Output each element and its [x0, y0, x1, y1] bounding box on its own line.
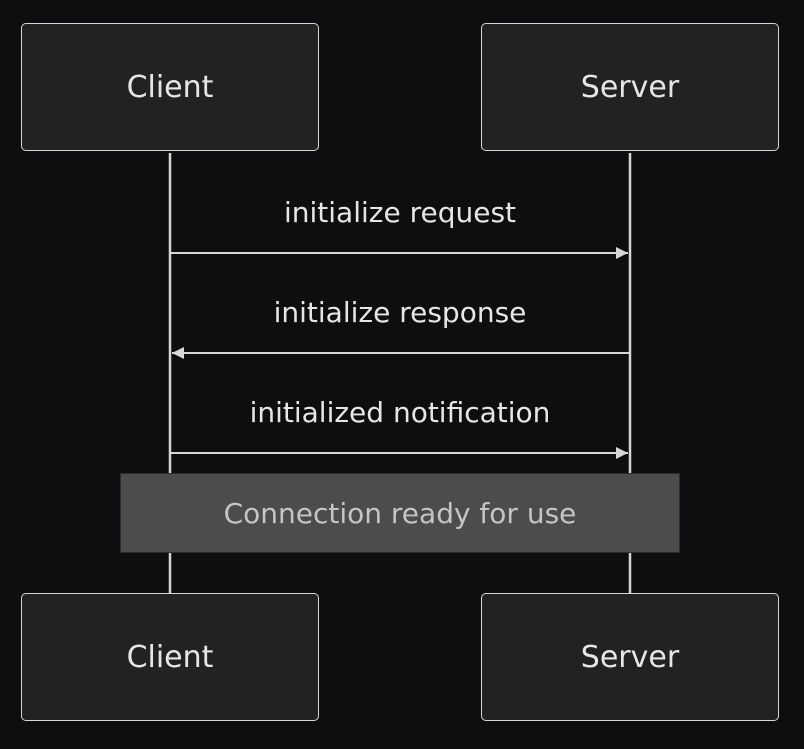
initialize-request-label: initialize request: [283, 196, 517, 229]
server-actor-bottom: Server: [481, 593, 779, 721]
client-actor-bottom: Client: [21, 593, 319, 721]
initialize-response-label: initialize response: [273, 296, 527, 329]
server-actor-label: Server: [580, 69, 680, 105]
server-actor-top: Server: [481, 23, 779, 151]
client-actor-label: Client: [126, 69, 214, 105]
connection-ready-note: Connection ready for use: [120, 473, 680, 553]
client-actor-top: Client: [21, 23, 319, 151]
initialized-notification-label: initialized notification: [249, 396, 551, 429]
server-actor-label: Server: [580, 639, 680, 675]
note-text: Connection ready for use: [223, 496, 577, 530]
client-actor-label: Client: [126, 639, 214, 675]
